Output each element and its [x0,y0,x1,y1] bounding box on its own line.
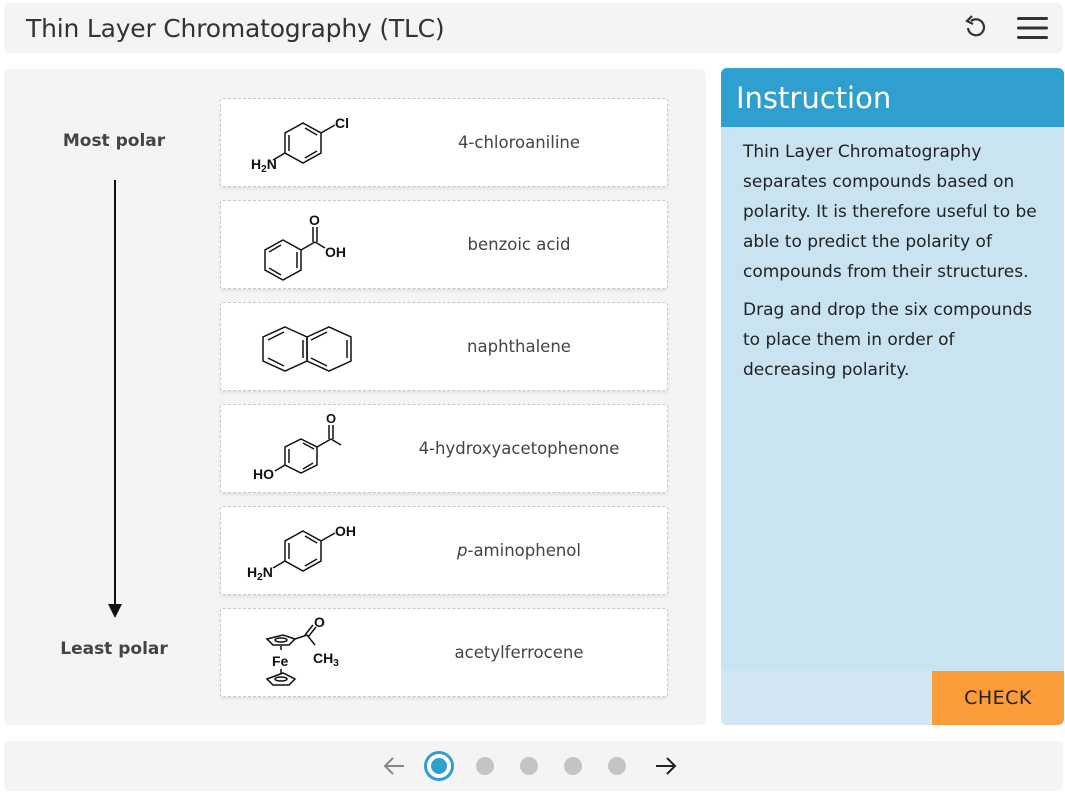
compound-name-prefix: p [457,541,468,560]
page-dot-4[interactable] [564,757,582,775]
compound-card-naphthalene[interactable]: naphthalene [220,302,668,391]
svg-text:H2N: H2N [251,156,277,175]
page-title: Thin Layer Chromatography (TLC) [26,13,445,43]
next-page-button[interactable] [651,751,681,781]
svg-text:Fe: Fe [272,653,289,669]
least-polar-label: Least polar [60,639,168,659]
benzoic-acid-structure-icon: O OH [264,212,346,281]
compound-name: acetylferrocene [454,643,584,662]
page-dot-1[interactable] [427,754,451,778]
instruction-paragraph-2: Drag and drop the six compounds to place… [743,300,1033,380]
compound-name: p-aminophenol [371,507,667,594]
arrow-left-icon [383,757,404,775]
arrow-right-icon [656,757,677,775]
naphthalene-structure-icon [262,326,352,372]
page-dot-5[interactable] [608,757,626,775]
compound-card-4-chloroaniline[interactable]: Cl H2N 4-chloroaniline [220,98,668,187]
4-hydroxyacetophenone-structure-icon: O HO [253,411,342,482]
page-dot-3[interactable] [520,757,538,775]
menu-button[interactable] [1017,12,1049,44]
instruction-heading: Instruction [721,68,1064,127]
most-polar-label: Most polar [62,131,166,151]
svg-text:O: O [314,614,325,630]
compound-name-suffix: -aminophenol [467,541,581,560]
compound-name: 4-hydroxyacetophenone [418,439,620,458]
sorting-panel: Most polar Least polar Cl H2N 4-chloroan… [4,69,706,725]
4-chloroaniline-structure-icon: Cl H2N [251,115,349,175]
pagination-bar [4,741,1063,791]
compound-name: naphthalene [467,337,571,356]
polarity-arrow-line [114,180,116,605]
p-aminophenol-structure-icon: OH H2N [247,523,356,583]
svg-text:HO: HO [253,466,274,482]
prev-page-button[interactable] [379,751,409,781]
reset-button[interactable] [959,12,991,44]
compound-card-4-hydroxyacetophenone[interactable]: O HO 4-hydroxyacetophenone [220,404,668,493]
instruction-paragraph-1: Thin Layer Chromatography separates comp… [743,142,1037,282]
check-button[interactable]: CHECK [932,671,1064,725]
compound-card-benzoic-acid[interactable]: O OH benzoic acid [220,200,668,289]
compound-name: benzoic acid [467,235,571,254]
compound-card-acetylferrocene[interactable]: O Fe CH3 acetylferrocene [220,608,668,697]
acetylferrocene-structure-icon: O Fe CH3 [265,614,339,686]
down-arrow-icon [108,604,122,618]
svg-text:O: O [309,212,320,228]
svg-text:H2N: H2N [247,564,273,583]
instruction-panel: Instruction Thin Layer Chromatography se… [721,68,1064,725]
compound-card-p-aminophenol[interactable]: OH H2N p-aminophenol [220,506,668,595]
top-bar: Thin Layer Chromatography (TLC) [4,3,1063,53]
svg-text:O: O [326,411,336,426]
hamburger-menu-icon [1017,17,1048,39]
page-dot-2[interactable] [476,757,494,775]
svg-text:OH: OH [335,523,356,539]
svg-text:CH3: CH3 [313,650,339,669]
svg-text:OH: OH [325,244,346,260]
compound-name: 4-chloroaniline [457,133,581,152]
reset-icon [965,15,986,37]
cl-label: Cl [335,115,349,131]
